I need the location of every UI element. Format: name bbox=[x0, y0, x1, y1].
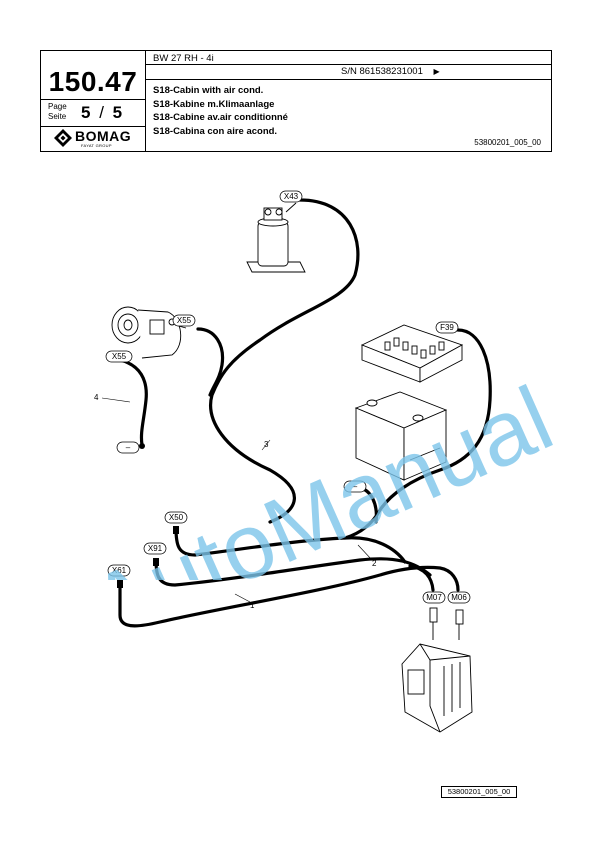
compressor bbox=[111, 306, 187, 359]
title-de: S18-Kabine m.Klimaanlage bbox=[153, 98, 275, 110]
label-dash-right: – bbox=[343, 480, 367, 493]
page-indicator: Page Seite 5 / 5 bbox=[41, 99, 145, 127]
svg-text:X50: X50 bbox=[169, 513, 184, 522]
cable-f39 bbox=[343, 328, 492, 540]
svg-text:X55: X55 bbox=[112, 352, 127, 361]
label-x55-side: X55 bbox=[105, 350, 133, 363]
title-list: S18-Cabin with air cond. S18-Kabine m.Kl… bbox=[153, 84, 288, 138]
divider bbox=[145, 64, 551, 65]
bomag-logo-icon bbox=[54, 129, 72, 147]
label-m07: M07 bbox=[422, 591, 446, 604]
fuse-box bbox=[360, 324, 464, 383]
cable-x50 bbox=[174, 526, 407, 564]
label-x50: X50 bbox=[164, 511, 188, 524]
svg-text:X91: X91 bbox=[148, 544, 163, 553]
cable-m07 bbox=[408, 564, 435, 592]
footer-drawing-number: 53800201_005_00 bbox=[441, 786, 517, 798]
title-block-left: 150.47 Page Seite 5 / 5 BOMAG FAYAT GROU… bbox=[41, 51, 146, 151]
svg-text:X61: X61 bbox=[112, 566, 127, 575]
document-number: 150.47 bbox=[48, 66, 138, 97]
item-number-4: 4 bbox=[94, 393, 99, 402]
logo-text: BOMAG bbox=[75, 128, 132, 144]
cable-x61 bbox=[118, 565, 460, 628]
page-separator: / bbox=[99, 103, 104, 122]
label-dash-left: – bbox=[116, 441, 140, 454]
label-f39: F39 bbox=[435, 321, 459, 334]
blower-unit bbox=[401, 643, 473, 733]
cable-x91 bbox=[154, 557, 432, 587]
svg-text:X43: X43 bbox=[284, 192, 299, 201]
cable-4 bbox=[118, 358, 148, 447]
page-current: 5 bbox=[81, 103, 91, 122]
svg-text:–: – bbox=[126, 443, 131, 452]
svg-text:M06: M06 bbox=[451, 593, 467, 602]
svg-text:–: – bbox=[353, 482, 358, 491]
header-drawing-number: 53800201_005_00 bbox=[474, 138, 541, 147]
label-m06: M06 bbox=[447, 591, 471, 604]
item-number-2: 2 bbox=[372, 559, 377, 568]
label-x55-top: X55 bbox=[172, 314, 196, 327]
title-fr: S18-Cabine av.air conditionné bbox=[153, 112, 288, 123]
page-label-de: Seite bbox=[48, 112, 67, 121]
logo-subtext: FAYAT GROUP bbox=[81, 143, 112, 148]
serial-text: S/N 861538231001 bbox=[341, 66, 423, 77]
divider bbox=[145, 79, 551, 80]
page-total: 5 bbox=[112, 103, 123, 122]
battery bbox=[354, 391, 448, 481]
label-x61: X61 bbox=[107, 564, 131, 577]
receiver-dryer bbox=[246, 202, 306, 273]
page-label: Page Seite bbox=[48, 102, 67, 122]
serial-number: S/N 861538231001 ▶ bbox=[341, 66, 440, 77]
svg-text:M07: M07 bbox=[426, 593, 442, 602]
item-number-1: 1 bbox=[250, 601, 255, 610]
bomag-logo: BOMAG FAYAT GROUP bbox=[53, 128, 143, 148]
title-en: S18-Cabin with air cond. bbox=[153, 85, 264, 96]
model-name: BW 27 RH - 4i bbox=[153, 53, 214, 64]
svg-text:F39: F39 bbox=[440, 323, 454, 332]
item-number-3: 3 bbox=[264, 440, 269, 449]
page-label-en: Page bbox=[48, 102, 67, 111]
title-block: 150.47 Page Seite 5 / 5 BOMAG FAYAT GROU… bbox=[40, 50, 552, 152]
motor-plugs bbox=[429, 607, 464, 640]
label-x91: X91 bbox=[143, 542, 167, 555]
wiring-diagram: X43 X55 X55 F39 – – X50 X91 X61 M07 M06 … bbox=[94, 190, 492, 733]
title-es: S18-Cabina con aire acond. bbox=[153, 125, 278, 137]
svg-text:X55: X55 bbox=[177, 316, 192, 325]
arrow-right-icon: ▶ bbox=[433, 67, 440, 76]
label-x43: X43 bbox=[279, 190, 303, 203]
cable-3 bbox=[209, 198, 360, 524]
cable-x55 bbox=[196, 327, 225, 397]
page-values: 5 / 5 bbox=[81, 102, 122, 124]
